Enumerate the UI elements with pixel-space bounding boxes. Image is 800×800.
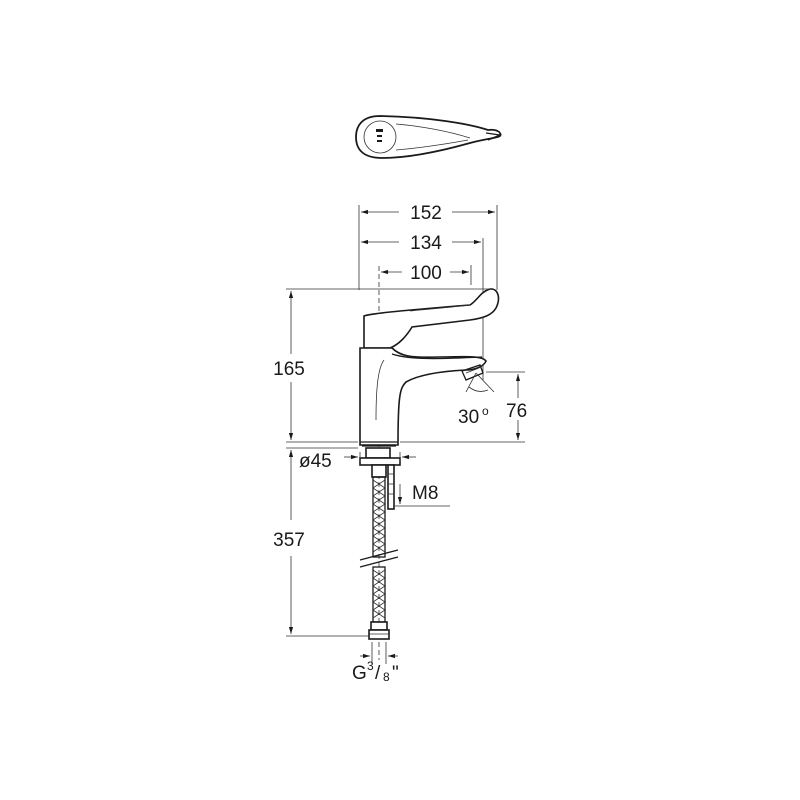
angle-30-label: 30 [458,407,479,428]
dim-d45-label: ø45 [299,451,332,472]
dim-m8-label: M8 [412,483,438,504]
dimension-handle-reach: 134 [361,233,484,380]
thread-slash-label: / [375,663,381,684]
dim-152-label: 152 [410,203,442,224]
dimension-hose-thread: G 3 / 8 " [352,642,399,684]
faucet-side-view [359,288,500,447]
thread-inch-label: " [392,663,399,684]
thread-num-label: 3 [367,659,374,673]
braided-hose [359,476,399,640]
dimension-height: 165 [273,288,492,443]
dim-100-label: 100 [410,263,442,284]
dimension-spout-height: 76 [400,371,527,443]
thread-g-label: G [352,663,367,684]
dimension-base-diameter: ø45 [299,451,416,472]
dimension-hose-length: 357 [273,447,369,637]
dimension-stud-thread: M8 [394,483,450,507]
mounting-assembly [359,447,401,510]
top-view [355,115,503,159]
dimension-overall-depth: 152 [358,203,498,290]
brand-mark-icon [376,129,383,132]
thread-den-label: 8 [383,670,390,684]
dim-134-label: 134 [410,233,442,254]
angle-degree-label: o [482,404,489,418]
dim-76-label: 76 [506,401,527,422]
dim-165-label: 165 [273,359,305,380]
dimension-spout-angle: 30 o [458,372,495,428]
dim-357-label: 357 [273,530,305,551]
